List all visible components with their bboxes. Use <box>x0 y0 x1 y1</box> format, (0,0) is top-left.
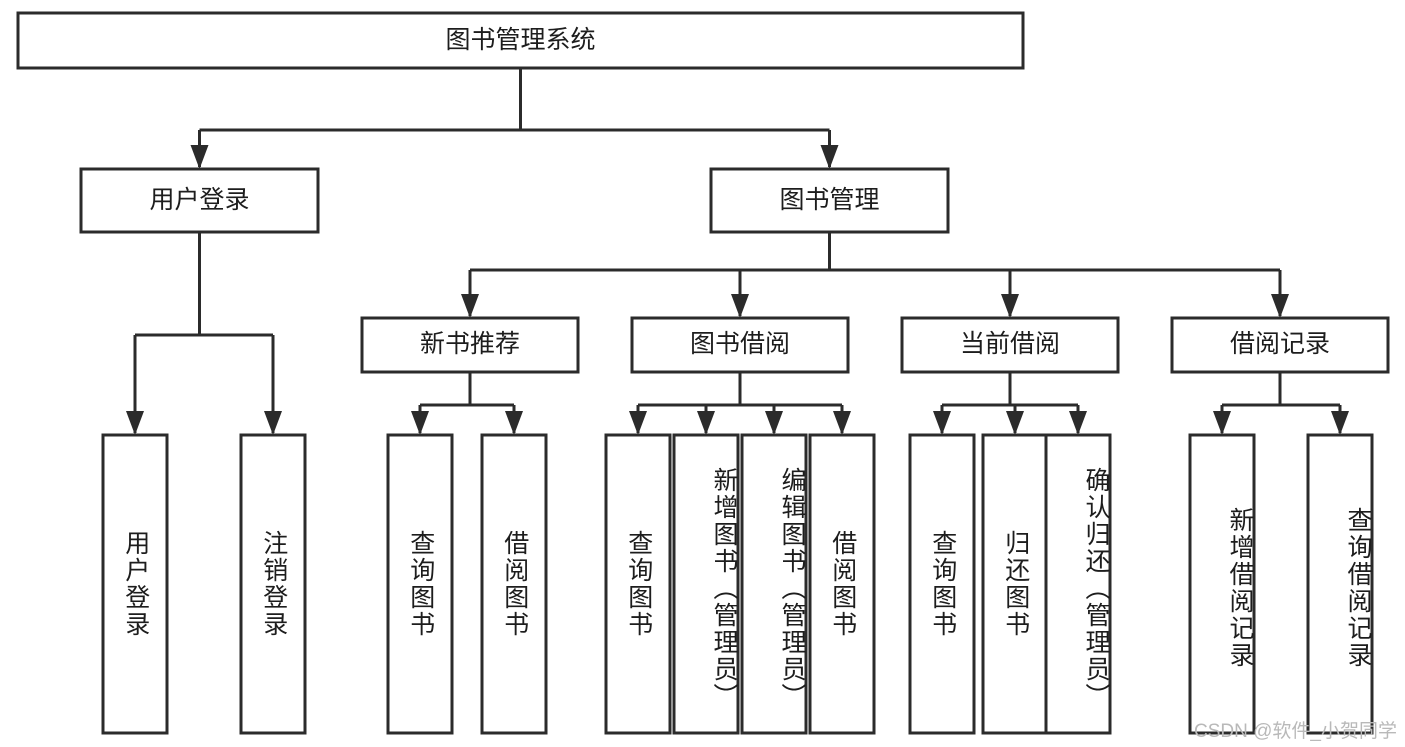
node-box-leaf-borrow-book-1[interactable] <box>480 433 548 735</box>
node-box-leaf-confirm-return[interactable] <box>1044 433 1112 735</box>
node-box-leaf-add-book[interactable] <box>672 433 740 735</box>
boxes-layer <box>16 11 1390 735</box>
node-box-leaf-query-book-1[interactable] <box>386 433 454 735</box>
node-box-leaf-query-book-3[interactable] <box>908 433 976 735</box>
node-box-leaf-borrow-book-2[interactable] <box>808 433 876 735</box>
watermark: CSDN @软件_小贺同学 <box>1194 721 1397 742</box>
node-box-book-manage[interactable] <box>709 167 950 234</box>
node-box-user-login[interactable] <box>79 167 320 234</box>
node-box-leaf-query-record[interactable] <box>1306 433 1374 735</box>
node-box-leaf-query-book-2[interactable] <box>604 433 672 735</box>
node-box-book-borrow[interactable] <box>630 316 850 374</box>
node-box-root[interactable] <box>16 11 1025 70</box>
node-box-leaf-logout[interactable] <box>239 433 307 735</box>
node-box-leaf-edit-book[interactable] <box>740 433 808 735</box>
node-box-current-borrow[interactable] <box>900 316 1120 374</box>
node-box-new-book-recommend[interactable] <box>360 316 580 374</box>
connectors-layer <box>126 68 1349 435</box>
node-box-leaf-user-login[interactable] <box>101 433 169 735</box>
node-box-leaf-add-record[interactable] <box>1188 433 1256 735</box>
node-box-borrow-record[interactable] <box>1170 316 1390 374</box>
node-box-leaf-return-book[interactable] <box>981 433 1049 735</box>
